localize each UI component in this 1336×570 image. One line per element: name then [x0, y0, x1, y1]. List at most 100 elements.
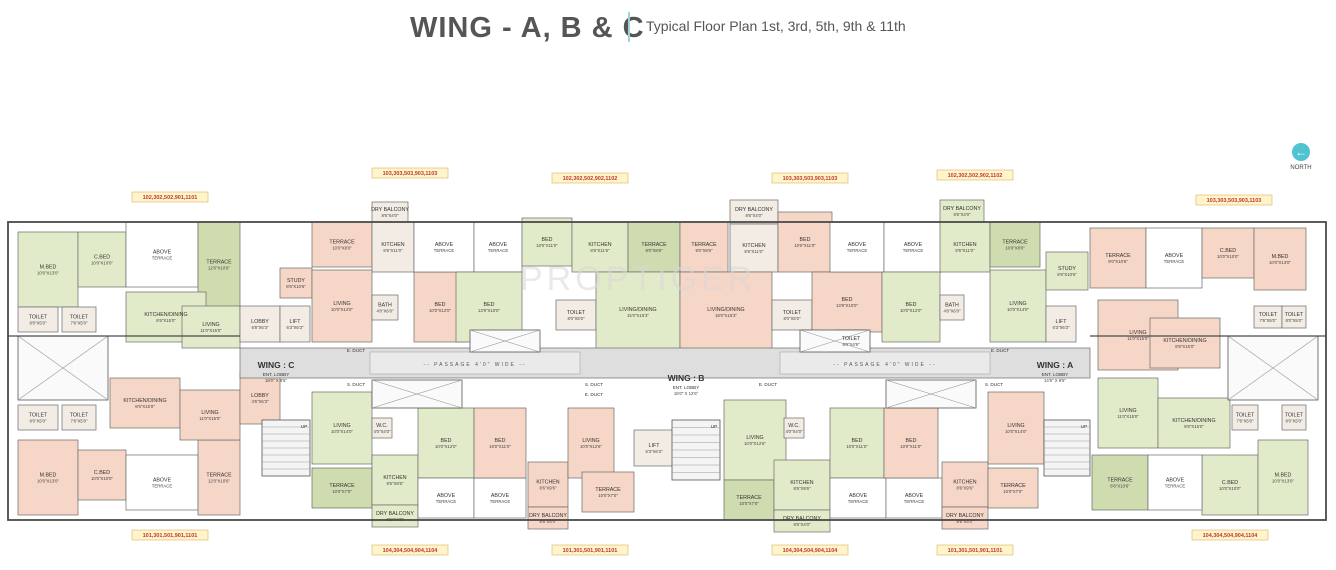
room-80: [829, 477, 887, 519]
room-name-77: DRY BALCONY: [783, 516, 821, 522]
room-name-59: LOBBY: [251, 393, 269, 399]
flat-tag-top-1-box: [371, 167, 449, 179]
room-name-25: TERRACE: [691, 242, 717, 248]
room-44: [1145, 227, 1203, 289]
room-dim-44: TERRACE: [1164, 259, 1185, 264]
wing-dim-1: 16'0" X 12'6": [674, 391, 699, 396]
flat-tag-top-5-box: [1195, 194, 1273, 206]
room-name-62: KITCHEN: [383, 475, 406, 481]
room-67: [473, 477, 527, 519]
room-2: [125, 221, 199, 288]
room-dim-74: 10'0"X12'6": [744, 441, 766, 446]
flat-tag-bottom-5: 104,304,504,904,1104: [1203, 533, 1259, 539]
room-85: [987, 391, 1045, 465]
room-dim-18: TERRACE: [488, 248, 509, 253]
room-dim-45: 10'0"X10'0": [1217, 254, 1239, 259]
room-name-8: LOBBY: [251, 319, 269, 325]
room-name-88: KITCHEN/DINING: [1172, 418, 1215, 424]
room-name-0: M.BED: [40, 265, 57, 271]
flat-tag-bottom-0: 101,301,501,901,1101: [143, 533, 198, 539]
wing-dim-2: 14'6" X 8'6": [1044, 378, 1066, 383]
room-name-67: ABOVE: [491, 493, 510, 499]
room-dim-11: 10'0"X8'0": [332, 246, 352, 251]
room-15: [371, 294, 399, 321]
room-name-36: KITCHEN: [953, 242, 976, 248]
room-dim-41: 8'6"X10'6": [1057, 272, 1077, 277]
room-name-82: BED: [906, 438, 917, 444]
flat-tag-top-2: 102,302,502,902,1102: [563, 176, 618, 182]
room-84: [941, 506, 989, 530]
room-dim-37: 10'0"X8'0": [1005, 246, 1025, 251]
room-name-14: LIVING: [333, 301, 350, 307]
room-dim-4: 8'0"X5'0": [29, 321, 47, 326]
room-13: [371, 221, 415, 273]
room-name-18: ABOVE: [489, 242, 508, 248]
room-dim-68: 10'0"X11'0": [489, 444, 511, 449]
room-name-27: KITCHEN: [742, 243, 765, 249]
room-name-4: TOILET: [29, 315, 48, 321]
room-69: [527, 461, 569, 508]
room-24: [595, 271, 681, 353]
rooms-layer: [17, 199, 1309, 533]
room-name-3: TERRACE: [206, 260, 232, 266]
room-22: [627, 221, 681, 273]
room-name-70: DRY BALCONY: [529, 513, 567, 519]
room-65: [417, 407, 475, 479]
title-divider: [628, 12, 630, 42]
room-dim-50: 8'0"X5'0": [1285, 318, 1303, 323]
room-name-6: KITCHEN/DINING: [144, 312, 187, 318]
room-name-55: TOILET: [29, 413, 48, 419]
flat-tag-top-4: 102,302,502,902,1102: [948, 173, 1003, 179]
room-60: [311, 391, 373, 465]
room-dim-76: 8'6"X9'6": [793, 486, 811, 491]
room-name-12: DRY BALCONY: [371, 207, 409, 213]
room-dim-17: TERRACE: [434, 248, 455, 253]
room-78: [783, 417, 805, 439]
room-name-85: LIVING: [1007, 423, 1024, 429]
room-name-33: ABOVE: [848, 242, 867, 248]
room-dim-33: TERRACE: [847, 248, 868, 253]
room-name-19: BED: [542, 237, 553, 243]
room-57: [109, 377, 181, 429]
stair-up-0: UP: [301, 424, 307, 429]
room-dim-73: 6'3"X6'3": [645, 449, 663, 454]
room-name-39: BATH: [945, 303, 959, 309]
room-56: [61, 404, 97, 431]
flat-tag-bottom-4-box: [936, 544, 1014, 556]
room-name-79: BED: [852, 438, 863, 444]
room-name-43: TERRACE: [1105, 253, 1131, 259]
room-dim-90: 10'0"X13'0": [1272, 479, 1294, 484]
room-58: [179, 389, 241, 441]
room-87: [1097, 377, 1159, 449]
page-subtitle: Typical Floor Plan 1st, 3rd, 5th, 9th & …: [646, 18, 906, 34]
room-name-16: BED: [435, 302, 446, 308]
room-dim-16: 10'0"X12'0": [429, 308, 451, 313]
room-dim-9: 8'6"X10'6": [286, 284, 306, 289]
room-name-2: ABOVE: [153, 250, 172, 256]
room-name-52: C.BED: [94, 470, 110, 476]
room-21: [571, 221, 629, 273]
room-dim-60: 10'0"X14'0": [331, 429, 353, 434]
room-name-66: ABOVE: [437, 493, 456, 499]
room-72: [581, 471, 635, 513]
room-dim-34: TERRACE: [903, 248, 924, 253]
room-name-54: TERRACE: [206, 473, 232, 479]
room-dim-40: 10'0"X14'0": [1007, 307, 1029, 312]
room-dim-22: 8'0"X8'6": [645, 248, 663, 253]
room-83: [941, 461, 989, 508]
room-name-40: LIVING: [1009, 301, 1026, 307]
flat-tag-top-4-box: [936, 169, 1014, 181]
room-name-24: LIVING/DINING: [619, 307, 656, 313]
room-name-65: BED: [441, 438, 452, 444]
room-name-10: LIFT: [290, 319, 302, 325]
room-4: [17, 306, 59, 333]
room-0: [17, 231, 79, 308]
room-70: [527, 506, 569, 530]
room-name-68: BED: [495, 438, 506, 444]
room-dim-94: 8'0"X5'0": [1285, 419, 1303, 424]
room-dim-10: 6'3"X6'3": [286, 325, 304, 330]
room-46: [1253, 227, 1307, 291]
duct-label-5: E. DUCT: [991, 348, 1010, 353]
room-34: [883, 221, 943, 273]
room-name-15: BATH: [378, 303, 392, 309]
